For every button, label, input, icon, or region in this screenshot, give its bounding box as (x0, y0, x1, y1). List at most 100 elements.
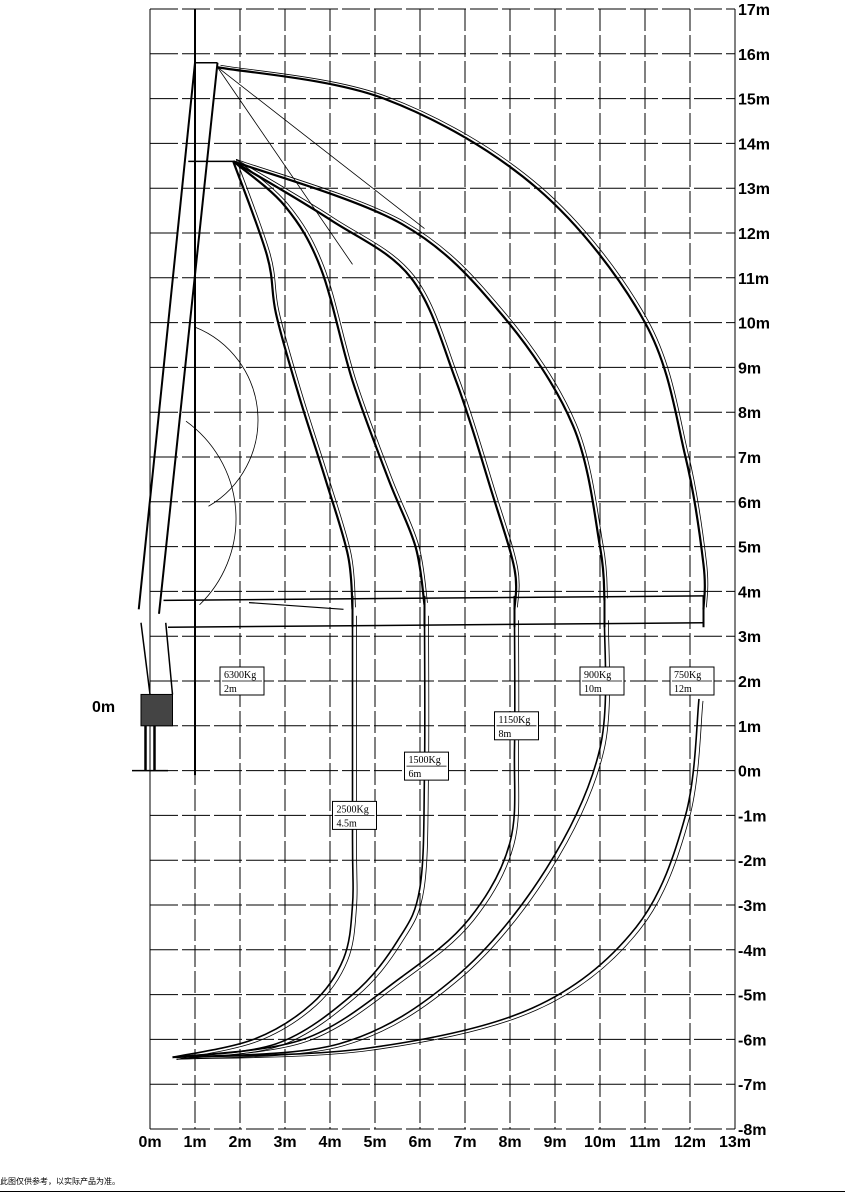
lower-envelope-curve (172, 613, 426, 1059)
x-tick-label: 5m (363, 1134, 386, 1151)
rope (217, 67, 353, 265)
load-weight: 6300Kg (224, 670, 256, 681)
lower-envelope-curve (172, 698, 700, 1059)
boom-horizontal-bottom (167, 622, 704, 628)
y-tick-label: 1m (738, 719, 761, 736)
y-tick-label: 9m (738, 360, 761, 377)
lower-envelope-curve (172, 618, 516, 1059)
load-label: 900Kg 10m (579, 666, 625, 696)
load-radius: 6m (409, 769, 422, 780)
y-tick-label: -3m (738, 898, 766, 915)
lower-envelope-curve (172, 613, 354, 1059)
y-tick-label: 5m (738, 540, 761, 557)
y-tick-label: -5m (738, 988, 766, 1005)
load-weight: 1500Kg (409, 755, 441, 766)
y-axis-ticks: 17m 16m 15m 14m 13m 12m 11m 10m 9m 8m 7m 6m 5m 4m 3m 2m… (738, 2, 770, 1139)
load-label: 6300Kg 2m (219, 666, 265, 696)
y-tick-label: 13m (738, 181, 770, 198)
boom-horizontal-section (248, 602, 344, 610)
column (165, 622, 174, 695)
y-tick-label: 8m (738, 405, 761, 422)
envelope-curve-outer (235, 159, 428, 603)
inner-arc (194, 326, 259, 507)
y-tick-label: -1m (738, 808, 766, 825)
inner-arc-2 (185, 420, 237, 606)
load-radius: 2m (224, 684, 237, 695)
origin-label: 0m (92, 699, 115, 716)
load-radius: 4.5m (337, 818, 358, 829)
x-tick-label: 12m (674, 1134, 706, 1151)
y-tick-label: -6m (738, 1032, 766, 1049)
load-weight: 1150Kg (499, 715, 531, 726)
envelope-curve (232, 160, 426, 606)
y-tick-label: -4m (738, 943, 766, 960)
lower-envelope-curve-outer (176, 620, 611, 1060)
lower-envelope-curve (172, 618, 607, 1059)
y-tick-label: 3m (738, 629, 761, 646)
boom-horizontal-top (163, 595, 704, 602)
x-tick-label: 6m (408, 1134, 431, 1151)
y-tick-label: -2m (738, 853, 766, 870)
x-tick-label: 10m (584, 1134, 616, 1151)
load-label: 1150Kg 8m (494, 711, 539, 741)
lower-envelope-curve-outer (176, 615, 358, 1060)
x-tick-label: 0m (138, 1134, 161, 1151)
y-tick-label: 12m (738, 226, 770, 243)
crane-drawing (132, 62, 705, 772)
x-tick-label: 8m (498, 1134, 521, 1151)
x-tick-label: 13m (719, 1134, 751, 1151)
lower-envelope-curve-outer (176, 615, 430, 1060)
working-envelopes (172, 64, 709, 1060)
boom-vertical (158, 62, 219, 614)
envelope-curve (232, 160, 354, 610)
x-tick-label: 3m (273, 1134, 296, 1151)
envelope-curve-outer (235, 159, 356, 608)
envelope-curve-outer (220, 64, 709, 608)
x-tick-label: 1m (183, 1134, 206, 1151)
y-tick-label: 4m (738, 584, 761, 601)
x-tick-label: 9m (543, 1134, 566, 1151)
y-tick-label: 6m (738, 495, 761, 512)
load-weight: 900Kg (584, 670, 611, 681)
lower-envelope-curve-outer (176, 700, 704, 1060)
y-tick-label: 7m (738, 450, 761, 467)
load-weight: 750Kg (674, 670, 701, 681)
y-tick-label: 14m (738, 136, 770, 153)
rope (217, 66, 425, 229)
load-radius: 8m (499, 729, 512, 740)
load-weight: 2500Kg (337, 804, 369, 815)
x-tick-label: 2m (228, 1134, 251, 1151)
load-labels: 6300Kg 2m 2500Kg 4.5m 1500Kg 6m 1150Kg 8m 900Kg 1… (219, 666, 715, 830)
y-tick-label: 16m (738, 47, 770, 64)
y-tick-label: 2m (738, 674, 761, 691)
load-label: 2500Kg 4.5m (332, 800, 377, 830)
envelope-curve-outer (236, 158, 608, 599)
y-tick-label: 10m (738, 316, 770, 333)
lower-envelope-curve-outer (176, 620, 520, 1060)
load-label: 750Kg 12m (669, 666, 715, 696)
footer-note: 此图仅供参考，以实际产品为准。 (0, 1177, 120, 1186)
envelope-curve (232, 160, 606, 601)
envelope-curve-outer (236, 158, 520, 608)
y-tick-label: -8m (738, 1122, 766, 1139)
column (140, 622, 151, 695)
envelope-curve (217, 66, 706, 610)
y-tick-label: 11m (738, 271, 769, 288)
x-tick-label: 11m (629, 1134, 660, 1151)
x-axis-ticks: 0m 1m 2m 3m 4m 5m 6m 7m 8m 9m 10m 11m 12m 13m (138, 1134, 751, 1151)
y-tick-label: 0m (738, 764, 761, 781)
y-tick-label: -7m (738, 1077, 766, 1094)
footer-rule (0, 1191, 845, 1192)
grid (149, 8, 736, 1130)
y-tick-label: 15m (738, 92, 770, 109)
load-radius: 10m (584, 684, 602, 695)
x-tick-label: 7m (453, 1134, 476, 1151)
slewing-base (140, 693, 173, 727)
envelope-curve (232, 160, 518, 610)
load-label: 1500Kg 6m (404, 751, 449, 781)
y-tick-label: 17m (738, 2, 770, 19)
boom-vertical (137, 62, 196, 610)
x-tick-label: 4m (318, 1134, 341, 1151)
load-radius: 12m (674, 684, 692, 695)
